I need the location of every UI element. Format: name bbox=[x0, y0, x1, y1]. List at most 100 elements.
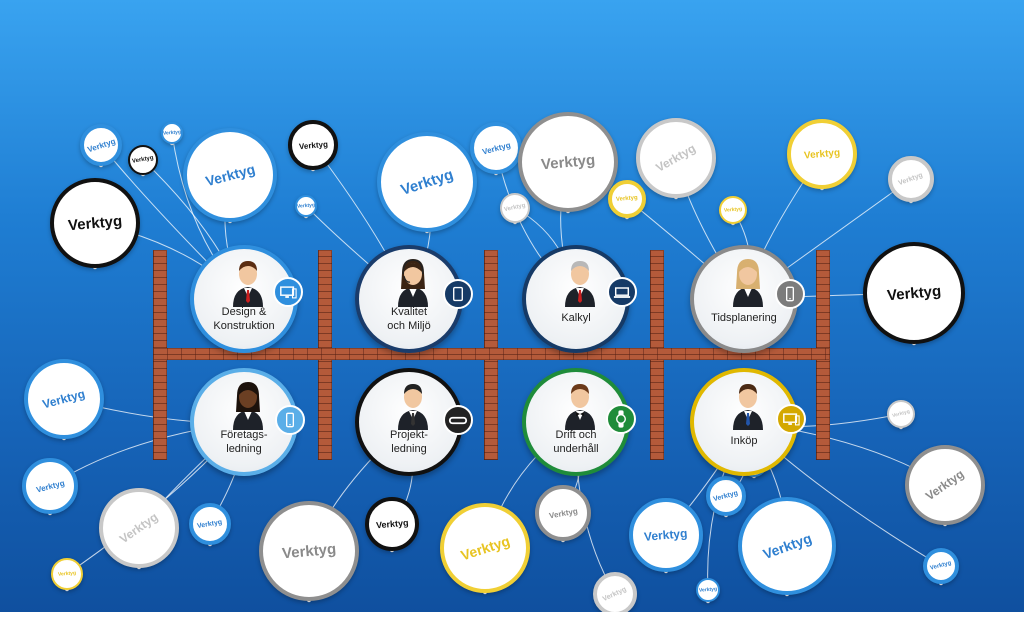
role-label-line: underhåll bbox=[553, 443, 599, 455]
person-avatar-icon bbox=[562, 255, 598, 307]
tool-balloon-label: Verktyg bbox=[67, 212, 123, 234]
tool-balloon-label: Verktyg bbox=[57, 570, 77, 578]
person-avatar-icon bbox=[562, 378, 598, 430]
tool-balloon[interactable]: Verktyg bbox=[518, 112, 618, 212]
tool-balloon[interactable]: Verktyg bbox=[99, 488, 179, 568]
tool-balloon-label: Verktyg bbox=[117, 509, 161, 547]
tool-balloon-label: Verktyg bbox=[375, 517, 409, 531]
role-label: Projekt-ledning bbox=[367, 428, 451, 456]
tool-balloon[interactable]: Verktyg bbox=[50, 178, 140, 268]
tool-balloon[interactable]: Verktyg bbox=[500, 193, 530, 223]
role-label-line: Kvalitet bbox=[390, 306, 428, 318]
laptop-icon bbox=[607, 277, 637, 307]
role-label-line: Projekt- bbox=[390, 429, 428, 441]
tool-balloon-label: Verktyg bbox=[891, 408, 911, 420]
role-label: Företags-ledning bbox=[202, 428, 286, 456]
tool-balloon[interactable]: Verktyg bbox=[696, 578, 720, 602]
tool-balloon[interactable]: Verktyg bbox=[22, 458, 78, 514]
tool-balloon[interactable]: Verktyg bbox=[535, 485, 591, 541]
role-label-line: Företags- bbox=[220, 429, 268, 441]
tool-balloon[interactable]: Verktyg bbox=[161, 122, 183, 144]
tool-balloon-label: Verktyg bbox=[547, 506, 579, 520]
role-label-line: Design & bbox=[221, 306, 267, 318]
tool-balloon-label: Verktyg bbox=[458, 532, 512, 564]
role-label-line: Kalkyl bbox=[561, 312, 591, 324]
tool-balloon[interactable]: Verktyg bbox=[738, 497, 836, 595]
tool-balloon-label: Verktyg bbox=[398, 165, 456, 199]
person-avatar-icon bbox=[730, 255, 766, 307]
tool-balloon[interactable]: Verktyg bbox=[259, 501, 359, 601]
tool-balloon[interactable]: Verktyg bbox=[629, 498, 703, 572]
tool-balloon[interactable]: Verktyg bbox=[888, 156, 934, 202]
role-label: Tidsplanering bbox=[702, 311, 786, 325]
role-label-line: Drift och bbox=[555, 429, 597, 441]
tool-balloon-label: Verktyg bbox=[131, 155, 155, 165]
tool-balloon-label: Verktyg bbox=[41, 386, 87, 412]
tool-balloon-label: Verktyg bbox=[698, 586, 718, 594]
desktop-icon bbox=[776, 404, 806, 434]
role-label: Design &Konstruktion bbox=[202, 305, 286, 333]
role-label-line: ledning bbox=[226, 443, 262, 455]
tool-balloon-label: Verktyg bbox=[298, 139, 328, 151]
tool-balloon-label: Verktyg bbox=[203, 160, 257, 190]
tool-balloon-label: Verktyg bbox=[723, 206, 743, 214]
tool-balloon-label: Verktyg bbox=[34, 477, 66, 495]
bottom-strip bbox=[0, 612, 1024, 620]
tool-balloon[interactable]: Verktyg bbox=[288, 120, 338, 170]
tool-balloon[interactable]: Verktyg bbox=[365, 497, 419, 551]
person-avatar-icon bbox=[395, 255, 431, 307]
smartphone-icon bbox=[275, 405, 305, 435]
role-label: Inköp bbox=[702, 434, 786, 448]
tool-balloon-label: Verktyg bbox=[162, 129, 182, 137]
tool-balloon-label: Verktyg bbox=[296, 202, 316, 210]
tool-balloon[interactable]: Verktyg bbox=[887, 400, 915, 428]
tool-balloon[interactable]: Verktyg bbox=[295, 195, 317, 217]
tool-balloon[interactable]: Verktyg bbox=[189, 503, 231, 545]
tool-balloon-label: Verktyg bbox=[643, 526, 689, 544]
brick-beam bbox=[153, 348, 830, 360]
tool-balloon-label: Verktyg bbox=[929, 560, 953, 572]
tool-balloon[interactable]: Verktyg bbox=[706, 476, 746, 516]
tool-balloon-label: Verktyg bbox=[803, 146, 841, 162]
tool-balloon-label: Verktyg bbox=[760, 529, 814, 563]
tool-balloon[interactable]: Verktyg bbox=[923, 548, 959, 584]
tool-balloon-label: Verktyg bbox=[281, 540, 337, 562]
tool-balloon[interactable]: Verktyg bbox=[51, 558, 83, 590]
tool-balloon[interactable]: Verktyg bbox=[593, 572, 637, 616]
smartphone-icon bbox=[775, 279, 805, 309]
tool-balloon[interactable]: Verktyg bbox=[24, 359, 104, 439]
tool-balloon[interactable]: Verktyg bbox=[905, 445, 985, 525]
desktop-icon bbox=[273, 277, 303, 307]
tool-balloon[interactable]: Verktyg bbox=[863, 242, 965, 344]
tool-balloon[interactable]: Verktyg bbox=[183, 128, 277, 222]
role-label-line: ledning bbox=[391, 443, 427, 455]
tool-balloon-label: Verktyg bbox=[897, 171, 925, 187]
role-node[interactable]: Kalkyl bbox=[522, 245, 630, 353]
smartwatch-icon bbox=[606, 404, 636, 434]
tool-balloon-label: Verktyg bbox=[615, 195, 639, 203]
tool-balloon-label: Verktyg bbox=[503, 202, 527, 214]
role-label: Drift och underhåll bbox=[534, 428, 618, 456]
tool-balloon-label: Verktyg bbox=[886, 282, 942, 304]
tool-balloon-label: Verktyg bbox=[923, 466, 967, 504]
person-avatar-icon bbox=[730, 378, 766, 430]
tool-balloon[interactable]: Verktyg bbox=[470, 122, 522, 174]
tool-balloon-label: Verktyg bbox=[653, 141, 699, 175]
tool-balloon[interactable]: Verktyg bbox=[440, 503, 530, 593]
tool-balloon[interactable]: Verktyg bbox=[608, 180, 646, 218]
tool-balloon-label: Verktyg bbox=[85, 136, 117, 154]
role-label: Kalkyl bbox=[534, 311, 618, 325]
tool-balloon[interactable]: Verktyg bbox=[128, 145, 158, 175]
tool-balloon[interactable]: Verktyg bbox=[80, 124, 122, 166]
tool-balloon[interactable]: Verktyg bbox=[787, 119, 857, 189]
tool-balloon[interactable]: Verktyg bbox=[719, 196, 747, 224]
vr-headset-icon bbox=[443, 405, 473, 435]
tablet-icon bbox=[443, 279, 473, 309]
role-label-line: Inköp bbox=[730, 435, 758, 447]
role-node[interactable]: Företags-ledning bbox=[190, 368, 298, 476]
tool-balloon[interactable]: Verktyg bbox=[377, 132, 477, 232]
tool-balloon[interactable]: Verktyg bbox=[636, 118, 716, 198]
tool-balloon-label: Verktyg bbox=[480, 139, 512, 157]
